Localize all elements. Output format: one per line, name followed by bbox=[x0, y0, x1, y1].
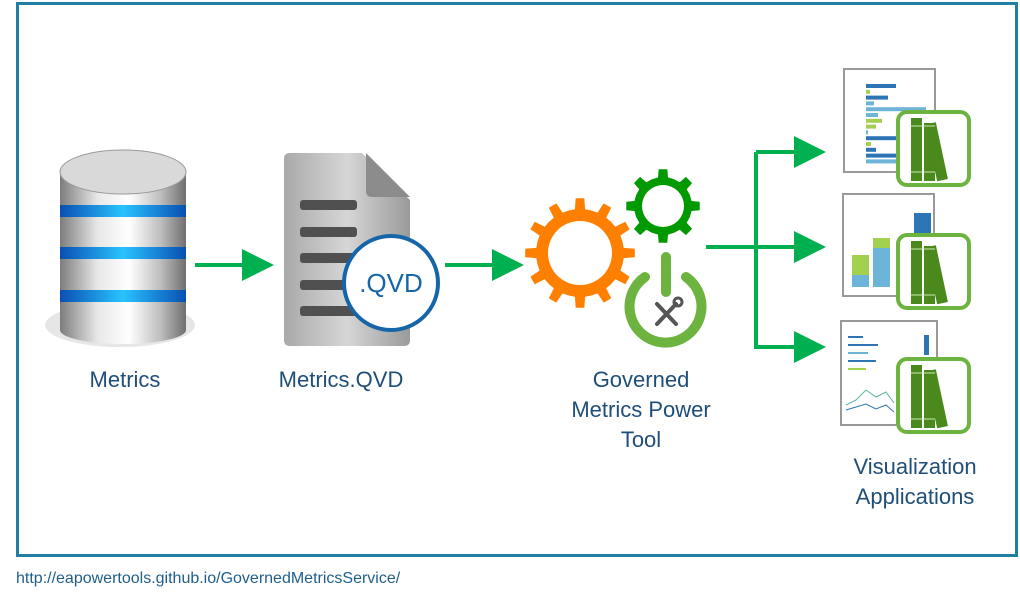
books-icons bbox=[896, 110, 971, 434]
footer-url-link[interactable]: http://eapowertools.github.io/GovernedMe… bbox=[16, 570, 401, 587]
thumbnail-bar bbox=[866, 136, 896, 141]
thumbnail-bar bbox=[866, 84, 896, 88]
power-icon bbox=[624, 252, 707, 348]
tool-label-line-2: Metrics Power bbox=[571, 397, 710, 422]
tool-label-line-1: Governed bbox=[593, 367, 690, 392]
thumbnail-bar bbox=[866, 107, 926, 112]
qvd-badge-text: .QVD bbox=[359, 268, 423, 298]
apps-label-line-2: Applications bbox=[856, 484, 975, 509]
gears-power-tools-icon bbox=[525, 169, 707, 348]
branch-arrows bbox=[706, 136, 826, 363]
wrench-screwdriver-icon bbox=[655, 296, 684, 326]
thumbnail-bar bbox=[866, 147, 876, 152]
orange-gear-icon bbox=[525, 198, 635, 308]
diagram-frame bbox=[16, 2, 1018, 557]
qvd-badge: .QVD bbox=[342, 234, 440, 332]
thumbnail-bar bbox=[866, 142, 871, 146]
database-icon bbox=[45, 149, 195, 347]
apps-label-line-1: Visualization bbox=[853, 454, 976, 479]
thumbnail-bar bbox=[866, 124, 876, 129]
books-icon bbox=[896, 233, 971, 310]
thumbnail-bar bbox=[866, 118, 882, 123]
thumbnail-bar bbox=[866, 113, 878, 117]
thumbnail-bar bbox=[866, 101, 874, 106]
green-gear-icon bbox=[626, 169, 700, 243]
tool-label-line-3: Tool bbox=[621, 427, 661, 452]
thumbnail-bar bbox=[866, 89, 870, 94]
metrics-qvd-label: Metrics.QVD bbox=[279, 367, 404, 392]
books-icon bbox=[896, 110, 971, 187]
thumbnail-bar bbox=[866, 130, 868, 135]
books-icon bbox=[896, 357, 971, 434]
metrics-label: Metrics bbox=[90, 367, 161, 392]
thumbnail-bar bbox=[866, 159, 896, 164]
thumbnail-bar bbox=[866, 95, 888, 100]
thumbnail-bar bbox=[866, 153, 896, 158]
